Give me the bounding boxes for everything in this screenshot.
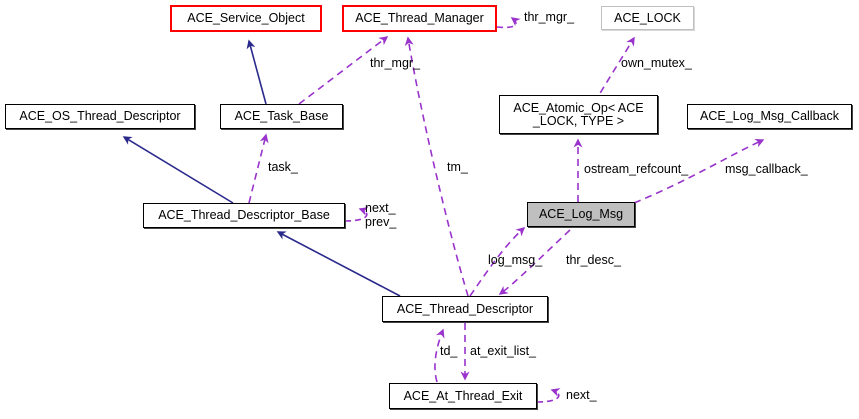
edge-label-next-bottom: next_ bbox=[566, 388, 597, 402]
edge-label-log-msg: log_msg_ bbox=[488, 253, 543, 267]
edge-task-base-to-service-object bbox=[246, 39, 267, 105]
node-label: ACE_Atomic_Op< ACE _LOCK, TYPE > bbox=[513, 100, 644, 128]
node-label: ACE_Task_Base bbox=[234, 109, 329, 123]
edge-thread-manager-self-thr-mgr bbox=[496, 17, 521, 29]
node-ace-task-base[interactable]: ACE_Task_Base bbox=[220, 104, 343, 129]
node-label: ACE_Service_Object bbox=[187, 11, 305, 25]
edge-label-own-mutex: own_mutex_ bbox=[621, 56, 692, 70]
node-label: ACE_At_Thread_Exit bbox=[403, 388, 523, 403]
node-label: ACE_Thread_Descriptor bbox=[396, 301, 534, 316]
node-label: ACE_LOCK bbox=[614, 10, 681, 25]
edge-thread-descriptor-to-thread-descriptor-base bbox=[276, 231, 401, 297]
edge-label-thr-mgr-task: thr_mgr_ bbox=[370, 56, 421, 70]
node-label: ACE_Log_Msg bbox=[538, 207, 624, 221]
edge-label-task: task_ bbox=[268, 160, 298, 174]
edge-label-thr-mgr-self: thr_mgr_ bbox=[524, 10, 575, 24]
node-ace-lock[interactable]: ACE_LOCK bbox=[601, 6, 694, 30]
node-ace-service-object[interactable]: ACE_Service_Object bbox=[170, 5, 322, 32]
node-label: ACE_Thread_Descriptor_Base bbox=[158, 208, 330, 222]
edge-label-thr-desc: thr_desc_ bbox=[566, 253, 621, 267]
edge-thread-descriptor-base-self-next-prev bbox=[344, 207, 369, 222]
edge-label-at-exit-list: at_exit_list_ bbox=[470, 344, 537, 358]
node-ace-log-msg-callback[interactable]: ACE_Log_Msg_Callback bbox=[687, 104, 852, 129]
node-label: ACE_Log_Msg_Callback bbox=[700, 109, 839, 123]
edge-thread-descriptor-base-to-os-thread-descriptor bbox=[122, 136, 234, 204]
edge-at-thread-exit-self-next bbox=[536, 388, 561, 403]
edge-label-tm: tm_ bbox=[447, 160, 468, 174]
node-label: ACE_OS_Thread_Descriptor bbox=[19, 109, 181, 123]
edge-label-next: next_ bbox=[365, 201, 396, 215]
edge-label-td: td_ bbox=[440, 344, 458, 358]
edge-label-msg-callback: msg_callback_ bbox=[725, 162, 808, 176]
edge-label-ostream-refcount: ostream_refcount_ bbox=[584, 162, 689, 176]
node-ace-log-msg[interactable]: ACE_Log_Msg bbox=[527, 202, 635, 227]
edge-thread-descriptor-base-to-task-base-task bbox=[248, 133, 269, 204]
node-ace-thread-manager[interactable]: ACE_Thread_Manager bbox=[342, 5, 497, 32]
edge-task-base-to-thread-manager bbox=[298, 36, 389, 105]
node-ace-thread-descriptor-base[interactable]: ACE_Thread_Descriptor_Base bbox=[143, 203, 345, 228]
node-ace-atomic-op[interactable]: ACE_Atomic_Op< ACE _LOCK, TYPE > bbox=[499, 95, 658, 134]
node-label: ACE_Thread_Manager bbox=[355, 11, 484, 25]
edge-label-prev: prev_ bbox=[365, 215, 397, 229]
edge-atomic-op-to-lock-own-mutex bbox=[593, 36, 635, 104]
node-ace-thread-descriptor[interactable]: ACE_Thread_Descriptor bbox=[382, 296, 548, 322]
node-ace-os-thread-descriptor[interactable]: ACE_OS_Thread_Descriptor bbox=[5, 104, 195, 129]
node-ace-at-thread-exit[interactable]: ACE_At_Thread_Exit bbox=[389, 383, 537, 409]
